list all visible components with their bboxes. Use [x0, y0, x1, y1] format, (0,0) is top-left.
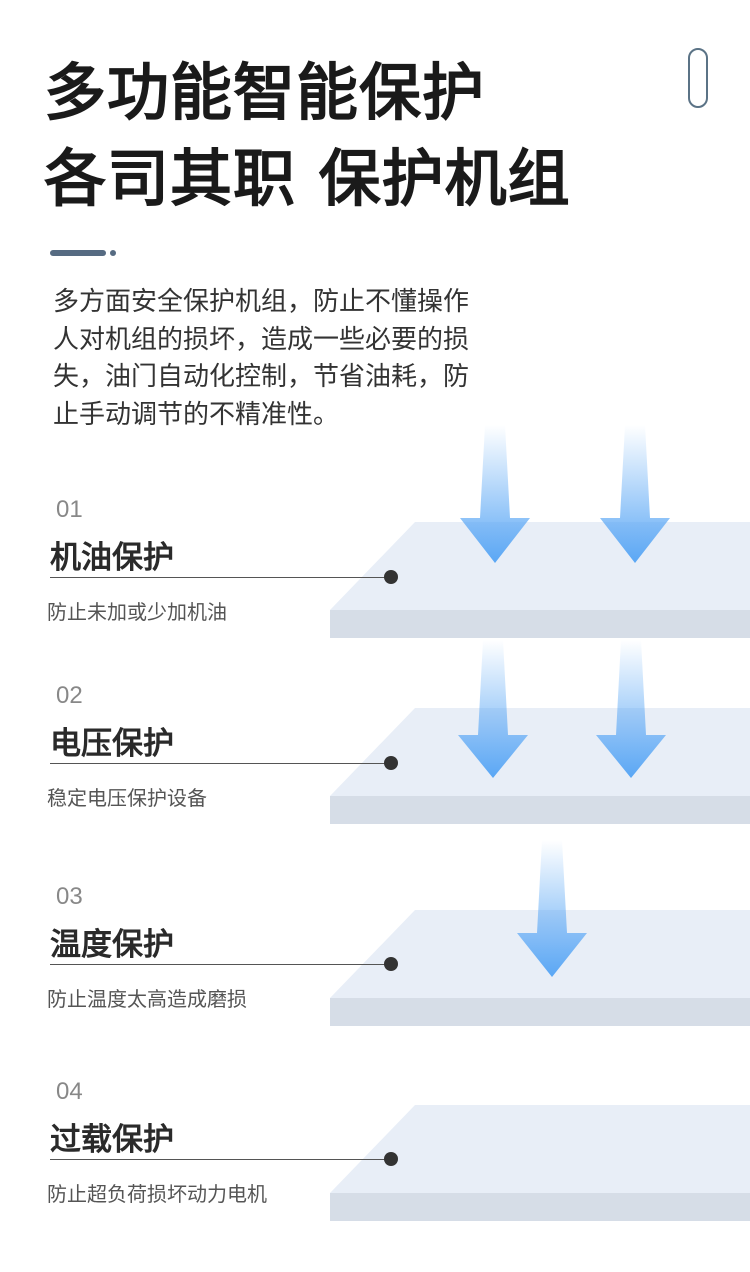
- item-number: 04: [56, 1078, 83, 1105]
- feature-item: 01 机油保护 防止未加或少加机油: [0, 496, 400, 636]
- pill-decoration-icon: [688, 48, 708, 108]
- arrow-down-icon: [600, 425, 670, 563]
- accent-bar: [50, 250, 106, 256]
- intro-line: 人对机组的损坏，造成一些必要的损: [53, 324, 470, 355]
- item-description: 防止未加或少加机油: [47, 600, 227, 624]
- item-description: 防止温度太高造成磨损: [47, 987, 247, 1011]
- item-title: 电压保护: [50, 726, 174, 762]
- headline-line-2: 各司其职 保护机组: [44, 142, 571, 215]
- accent-dot: [110, 250, 116, 256]
- feature-item: 04 过载保护 防止超负荷损坏动力电机: [0, 1078, 400, 1218]
- headline-line-1: 多功能智能保护: [44, 56, 486, 129]
- item-leader-line: [50, 763, 390, 764]
- item-leader-dot: [384, 1152, 398, 1166]
- plate-4: [330, 1105, 750, 1221]
- arrow-down-icon: [458, 640, 528, 778]
- item-title: 过载保护: [50, 1122, 174, 1158]
- arrow-down-icon: [460, 425, 530, 563]
- item-leader-line: [50, 964, 390, 965]
- arrow-down-icon: [517, 840, 587, 977]
- item-leader-line: [50, 1159, 390, 1160]
- item-title: 温度保护: [50, 927, 174, 963]
- item-number: 01: [56, 496, 83, 523]
- intro-paragraph: 多方面安全保护机组，防止不懂操作 人对机组的损坏，造成一些必要的损 失，油门自动…: [53, 284, 523, 434]
- feature-item: 03 温度保护 防止温度太高造成磨损: [0, 883, 400, 1023]
- item-number: 02: [56, 682, 83, 709]
- item-leader-line: [50, 577, 390, 578]
- feature-item: 02 电压保护 稳定电压保护设备: [0, 682, 400, 822]
- intro-line: 失，油门自动化控制，节省油耗，防: [53, 362, 470, 392]
- item-leader-dot: [384, 756, 398, 770]
- item-leader-dot: [384, 570, 398, 584]
- item-title: 机油保护: [50, 540, 174, 576]
- arrow-down-icon: [596, 640, 666, 778]
- item-description: 稳定电压保护设备: [47, 786, 207, 810]
- item-number: 03: [56, 883, 83, 910]
- item-description: 防止超负荷损坏动力电机: [47, 1182, 267, 1206]
- intro-line: 止手动调节的不精准性。: [53, 399, 340, 430]
- item-leader-dot: [384, 957, 398, 971]
- intro-line: 多方面安全保护机组，防止不懂操作: [53, 287, 470, 317]
